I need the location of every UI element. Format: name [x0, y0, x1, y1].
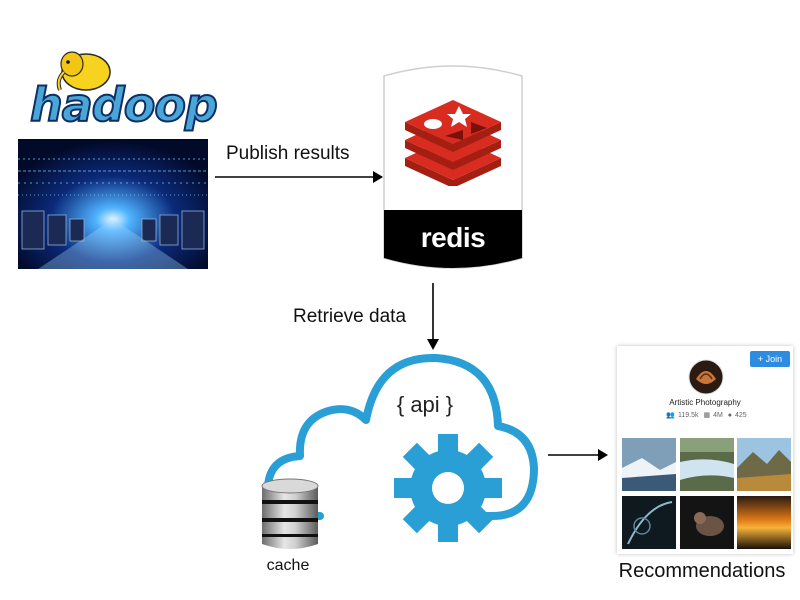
database-icon [261, 478, 319, 549]
group-stats: 👥119.5k ▦4M ●425 [617, 411, 793, 419]
comments-icon: ● [727, 412, 733, 419]
photos-icon: ▦ [703, 412, 711, 419]
api-cloud [263, 353, 538, 520]
members-icon: 👥 [666, 412, 676, 419]
publish-arrow [215, 171, 383, 183]
server-room-image [18, 139, 208, 269]
hadoop-logo: hadoop [29, 77, 219, 133]
join-button[interactable]: + Join [750, 351, 790, 367]
group-avatar [688, 359, 724, 395]
retrieve-data-label: Retrieve data [293, 306, 407, 327]
comments-count: 425 [735, 412, 747, 419]
thumbnail-snow-landscape[interactable] [622, 438, 676, 491]
photos-count: 4M [713, 412, 723, 419]
recommendations-arrow [548, 449, 608, 461]
members-count: 119.5k [678, 412, 699, 419]
elephant-icon [56, 51, 111, 91]
redis-stack-icon [405, 100, 501, 186]
retrieve-arrow [427, 283, 439, 350]
thumbnail-mountain-valley[interactable] [737, 438, 791, 491]
redis-logo-text: redis [420, 222, 486, 253]
thumbnail-portrait-dark[interactable] [680, 496, 734, 549]
recommendations-title: Recommendations [618, 560, 786, 582]
api-label: { api } [396, 392, 454, 417]
thumbnail-dark-abstract[interactable] [622, 496, 676, 549]
thumbnail-river-rapids[interactable] [680, 438, 734, 491]
gear-icon [394, 434, 502, 542]
publish-results-label: Publish results [226, 143, 350, 164]
thumbnail-sunset-horizon[interactable] [737, 496, 791, 549]
group-name: Artistic Photography [669, 398, 741, 407]
cache-label: cache [266, 557, 310, 574]
